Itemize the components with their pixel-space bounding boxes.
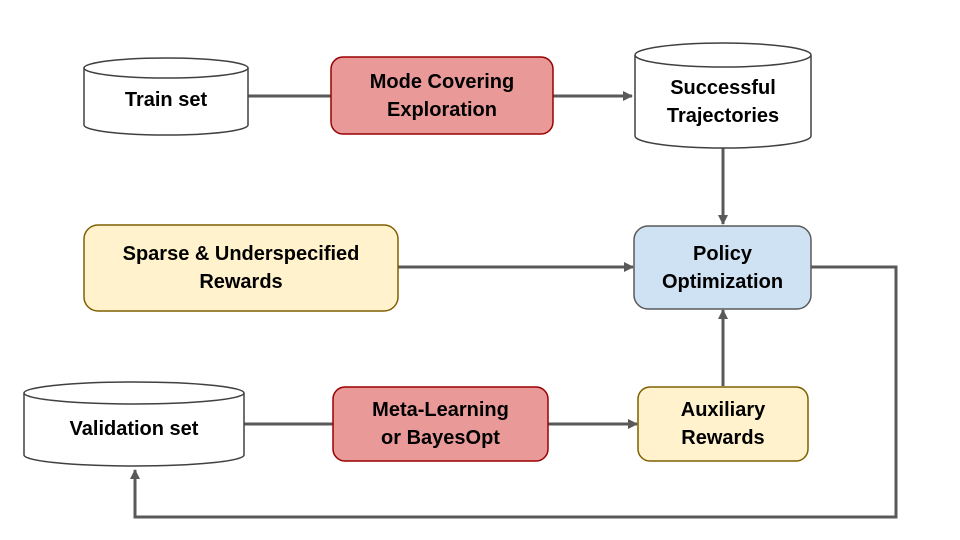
sparse-rewards-label: Sparse & Underspecified Rewards: [122, 243, 360, 293]
meta-learning-label: Meta-Learning or BayesOpt: [372, 399, 509, 449]
edge-policy-to-validation: [130, 265, 898, 519]
meta-learning-node: [332, 386, 549, 462]
train-set-label: Train set: [124, 89, 208, 111]
successful-trajectories-label: Successful Trajectories: [666, 77, 780, 127]
mode-covering-label: Mode Covering Exploration: [369, 70, 515, 121]
validation-set-node: [23, 381, 245, 467]
validation-set-label: Validation set: [69, 418, 199, 440]
mode-covering-node: [330, 56, 554, 135]
policy-optimization-label: Policy Optimization: [661, 242, 784, 293]
auxiliary-rewards-node: [637, 386, 809, 462]
auxiliary-rewards-label: Auxiliary Rewards: [680, 399, 766, 449]
policy-optimization-node: [633, 225, 812, 310]
successful-trajectories-node: [634, 42, 812, 149]
train-set-node: [83, 57, 249, 136]
sparse-rewards-node: [83, 224, 399, 312]
